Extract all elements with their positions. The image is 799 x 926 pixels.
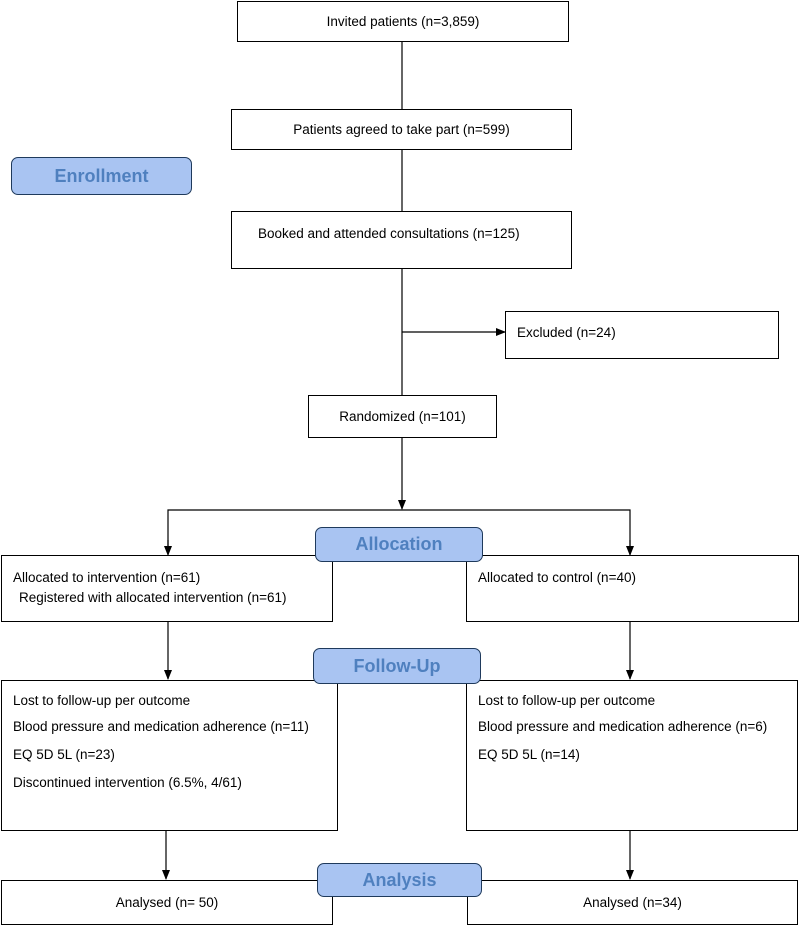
analysed-right-text: Analysed (n=34) <box>583 895 682 910</box>
booked-box: Booked and attended consultations (n=125… <box>231 211 572 269</box>
registered-intervention-text: Registered with allocated intervention (… <box>19 590 287 605</box>
excluded-box: Excluded (n=24) <box>505 311 779 359</box>
followup-stage-label: Follow-Up <box>313 648 481 684</box>
eq5d-left-text: EQ 5D 5L (n=23) <box>13 747 115 762</box>
agreed-box: Patients agreed to take part (n=599) <box>231 109 572 150</box>
allocated-control-box: Allocated to control (n=40) <box>466 555 799 622</box>
allocated-control-text: Allocated to control (n=40) <box>478 570 636 585</box>
invited-patients-box: Invited patients (n=3,859) <box>237 1 569 42</box>
allocated-intervention-text: Allocated to intervention (n=61) <box>13 570 201 585</box>
analysed-left-text: Analysed (n= 50) <box>115 895 219 910</box>
followup-right-box: Lost to follow-up per outcome Blood pres… <box>466 680 798 831</box>
allocation-stage-label: Allocation <box>315 527 483 562</box>
agreed-text: Patients agreed to take part (n=599) <box>293 122 510 137</box>
analysed-right-box: Analysed (n=34) <box>467 880 798 925</box>
eq5d-right-text: EQ 5D 5L (n=14) <box>478 747 580 762</box>
enrollment-stage-label: Enrollment <box>11 157 192 195</box>
analysis-stage-label: Analysis <box>317 863 482 897</box>
excluded-text: Excluded (n=24) <box>517 325 616 340</box>
followup-left-box: Lost to follow-up per outcome Blood pres… <box>1 680 338 831</box>
bp-adherence-right-text: Blood pressure and medication adherence … <box>478 719 768 734</box>
invited-patients-text: Invited patients (n=3,859) <box>326 14 480 29</box>
split-line <box>167 509 631 553</box>
bp-adherence-left-text: Blood pressure and medication adherence … <box>13 719 309 734</box>
discontinued-left-text: Discontinued intervention (6.5%, 4/61) <box>13 775 242 790</box>
analysed-left-box: Analysed (n= 50) <box>1 880 333 925</box>
randomized-box: Randomized (n=101) <box>308 395 497 438</box>
allocated-intervention-box: Allocated to intervention (n=61) Registe… <box>1 555 333 622</box>
lost-followup-right-text: Lost to follow-up per outcome <box>478 693 656 708</box>
lost-followup-left-text: Lost to follow-up per outcome <box>13 693 191 708</box>
booked-text: Booked and attended consultations (n=125… <box>258 226 520 241</box>
randomized-text: Randomized (n=101) <box>339 409 466 424</box>
